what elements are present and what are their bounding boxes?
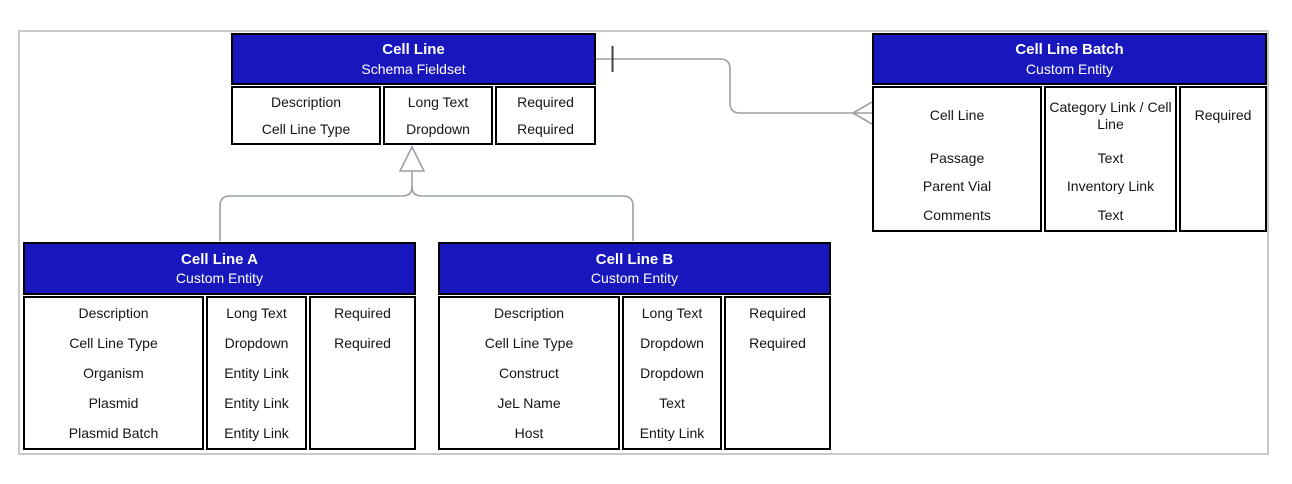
entity-cell-line-batch[interactable]: Cell Line Batch Custom Entity Cell Line … <box>872 33 1267 232</box>
field-required-column: Required Required <box>309 296 416 450</box>
field-cell: Long Text <box>407 93 469 110</box>
field-cell: Required <box>517 121 574 138</box>
field-cell <box>311 358 414 388</box>
field-cell <box>726 418 829 448</box>
field-cell <box>311 418 414 448</box>
field-type-column: Long Text Dropdown Entity Link Entity Li… <box>206 296 307 450</box>
field-cell: Parent Vial <box>922 178 992 195</box>
field-name-column: Description Cell Line Type Construct JeL… <box>438 296 620 450</box>
field-cell: Dropdown <box>640 364 704 381</box>
entity-title: Cell Line Batch <box>1015 41 1124 59</box>
entity-subtitle: Schema Fieldset <box>361 60 466 77</box>
field-cell: JeL Name <box>497 394 561 411</box>
entity-header: Cell Line A Custom Entity <box>23 242 416 295</box>
field-cell: Required <box>749 304 806 321</box>
field-name-column: Description Cell Line Type Organism Plas… <box>23 296 204 450</box>
field-cell <box>726 388 829 418</box>
field-cell: Entity Link <box>224 424 289 441</box>
field-type-column: Category Link / Cell Line Text Inventory… <box>1044 86 1177 232</box>
field-cell: Required <box>517 93 574 110</box>
field-type-column: Long Text Dropdown Dropdown Text Entity … <box>622 296 722 450</box>
field-cell: Entity Link <box>224 394 289 411</box>
field-cell: Cell Line Type <box>484 334 574 351</box>
entity-body: Cell Line Passage Parent Vial Comments C… <box>872 86 1267 232</box>
field-cell: Entity Link <box>224 364 289 381</box>
field-cell: Construct <box>499 364 559 381</box>
field-cell: Cell Line Type <box>261 121 351 138</box>
field-cell: Cell Line Type <box>69 334 158 351</box>
field-required-column: Required Required <box>495 86 596 145</box>
entity-title: Cell Line <box>382 41 445 59</box>
entity-body: Description Cell Line Type Organism Plas… <box>23 296 416 450</box>
field-cell: Text <box>659 394 685 411</box>
field-cell: Dropdown <box>640 334 704 351</box>
field-cell <box>1181 201 1265 230</box>
field-cell: Plasmid Batch <box>68 424 159 441</box>
entity-header: Cell Line Schema Fieldset <box>231 33 596 85</box>
field-cell: Dropdown <box>406 121 470 138</box>
field-cell: Comments <box>923 207 991 224</box>
field-cell: Entity Link <box>639 424 705 441</box>
field-cell: Organism <box>83 364 144 381</box>
field-cell: Category Link / Cell Line <box>1049 99 1172 132</box>
field-cell: Description <box>270 93 342 110</box>
field-cell: Long Text <box>641 304 703 321</box>
field-cell: Required <box>334 334 391 351</box>
entity-subtitle: Custom Entity <box>175 270 264 287</box>
entity-cell-line-b[interactable]: Cell Line B Custom Entity Description Ce… <box>438 242 831 450</box>
field-name-column: Description Cell Line Type <box>231 86 381 145</box>
field-cell: Inventory Link <box>1066 178 1155 195</box>
field-cell: Cell Line <box>929 107 985 124</box>
entity-cell-line[interactable]: Cell Line Schema Fieldset Description Ce… <box>231 33 596 145</box>
field-cell: Description <box>493 304 565 321</box>
field-cell: Required <box>749 334 806 351</box>
field-cell: Description <box>78 304 149 321</box>
field-cell: Text <box>1097 149 1124 166</box>
entity-body: Description Cell Line Type Construct JeL… <box>438 296 831 450</box>
entity-subtitle: Custom Entity <box>1025 60 1114 77</box>
field-cell: Plasmid <box>88 394 139 411</box>
entity-header: Cell Line Batch Custom Entity <box>872 33 1267 85</box>
field-cell: Required <box>1194 107 1252 124</box>
field-cell: Host <box>514 424 544 441</box>
entity-body: Description Cell Line Type Long Text Dro… <box>231 86 596 145</box>
field-required-column: Required Required <box>724 296 831 450</box>
field-cell: Passage <box>929 149 985 166</box>
field-cell: Text <box>1097 207 1124 224</box>
field-cell <box>1181 143 1265 172</box>
entity-title: Cell Line B <box>595 250 674 268</box>
entity-title: Cell Line A <box>181 250 258 268</box>
entity-subtitle: Custom Entity <box>590 270 679 287</box>
entity-header: Cell Line B Custom Entity <box>438 242 831 295</box>
field-cell <box>726 358 829 388</box>
field-cell: Dropdown <box>224 334 289 351</box>
field-cell <box>311 388 414 418</box>
field-required-column: Required <box>1179 86 1267 232</box>
field-cell: Long Text <box>226 304 287 321</box>
field-cell: Required <box>334 304 391 321</box>
field-name-column: Cell Line Passage Parent Vial Comments <box>872 86 1042 232</box>
field-cell <box>1181 172 1265 201</box>
field-type-column: Long Text Dropdown <box>383 86 493 145</box>
entity-cell-line-a[interactable]: Cell Line A Custom Entity Description Ce… <box>23 242 416 450</box>
